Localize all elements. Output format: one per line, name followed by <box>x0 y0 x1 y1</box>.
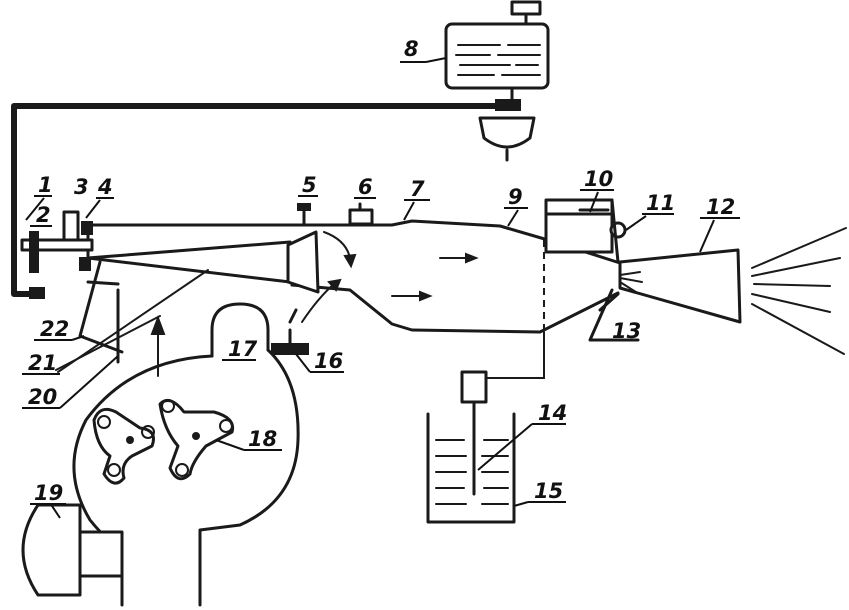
label-19: 19 <box>34 481 63 505</box>
inlet-fitting <box>20 210 94 273</box>
fuel-line <box>11 103 498 299</box>
fuel-tank <box>444 0 550 106</box>
label-16: 16 <box>314 349 343 373</box>
label-1: 1 <box>38 173 53 197</box>
label-13: 13 <box>612 319 641 343</box>
exhaust-nozzle <box>618 227 847 355</box>
support-frame <box>55 260 209 373</box>
label-6: 6 <box>358 175 373 199</box>
label-2: 2 <box>36 203 51 227</box>
label-9: 9 <box>508 185 523 209</box>
label-21: 21 <box>28 351 57 375</box>
label-14: 14 <box>538 401 567 425</box>
label-10: 10 <box>584 167 613 191</box>
label-18: 18 <box>248 427 277 451</box>
labels: 1 2 3 4 5 6 7 8 9 10 11 12 13 14 15 <box>22 37 740 519</box>
label-17: 17 <box>228 337 258 361</box>
top-fittings <box>297 202 374 227</box>
label-5: 5 <box>302 173 317 197</box>
combustion-chamber <box>86 219 622 334</box>
label-11: 11 <box>646 191 675 215</box>
label-12: 12 <box>706 195 735 219</box>
bottom-fitting <box>271 308 309 355</box>
sensor-bracket <box>544 198 627 264</box>
collection-tank <box>426 370 516 524</box>
label-4: 4 <box>97 175 113 199</box>
igniter-bracket <box>588 288 640 342</box>
label-22: 22 <box>40 317 69 341</box>
label-15: 15 <box>534 479 563 503</box>
label-20: 20 <box>28 385 57 409</box>
label-3: 3 <box>74 175 89 199</box>
drain-line <box>485 240 545 379</box>
motor <box>21 503 124 597</box>
label-8: 8 <box>404 37 419 61</box>
label-7: 7 <box>410 177 425 201</box>
